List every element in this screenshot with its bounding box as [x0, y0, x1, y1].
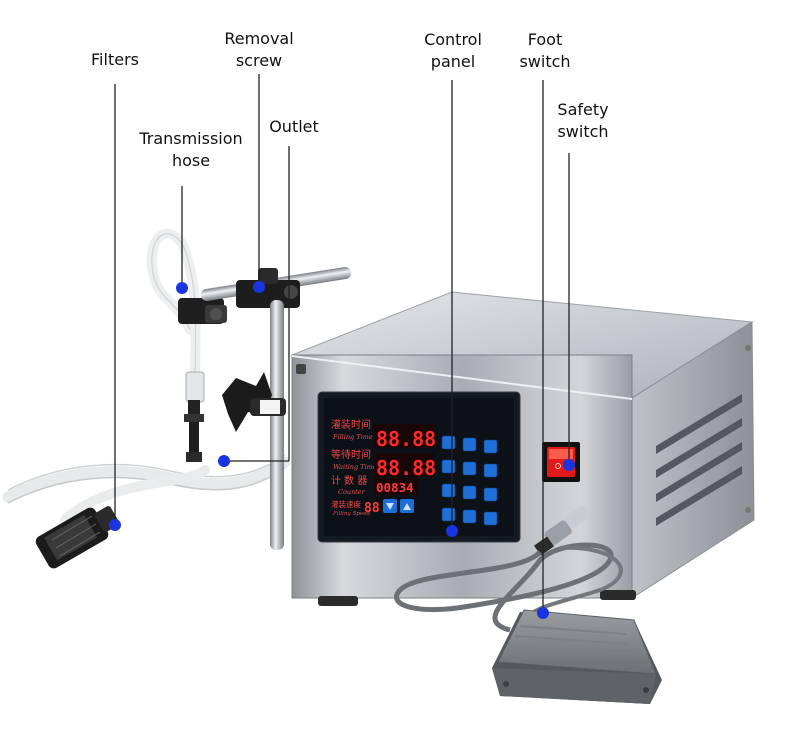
removal-screw-line-1: Removal — [224, 29, 294, 48]
waiting-time-label-en: Waiting Time — [333, 463, 377, 471]
vertical-rod — [270, 300, 284, 550]
transmission-hose-label: Transmission hose — [132, 128, 250, 172]
counter-display: 00834 — [376, 480, 414, 495]
transmission-hose-line-1: Transmission — [139, 129, 243, 148]
star-knob — [222, 372, 286, 432]
foot-switch-cable — [394, 542, 614, 633]
foot-switch-label: Foot switch — [512, 29, 578, 73]
removal-screw-marker — [253, 281, 265, 293]
filling-time-display: 88.88 — [376, 427, 436, 451]
filling-time-label-en: Filling Time — [332, 433, 373, 441]
callout-markers — [109, 281, 575, 619]
counter-label-cn: 计 数 器 — [331, 474, 367, 487]
arm-clamp — [236, 280, 300, 308]
outlet-marker — [218, 455, 230, 467]
control-panel-label: Control panel — [416, 29, 490, 73]
safety-switch-line-1: Safety — [557, 100, 609, 119]
safety-switch-marker — [563, 459, 575, 471]
filters-label: Filters — [91, 50, 139, 69]
filter — [35, 506, 120, 569]
control-panel-line-1: Control — [424, 30, 482, 49]
filters-marker — [109, 519, 121, 531]
waiting-time-display: 88.88 — [376, 456, 436, 480]
control-panel: 灌装时间 Filling Time 88.88 等待时间 Waiting Tim… — [317, 391, 521, 543]
filling-speed-display: 88 — [364, 501, 380, 516]
waiting-time-label-cn: 等待时间 — [331, 448, 371, 461]
counter-label-en: Counter — [338, 488, 366, 496]
filling-time-label-cn: 灌装时间 — [331, 418, 371, 431]
control-panel-marker — [446, 525, 458, 537]
outlet-label: Outlet — [269, 117, 319, 136]
safety-switch[interactable] — [542, 442, 580, 482]
control-panel-line-2: panel — [430, 52, 476, 71]
safety-switch-line-2: switch — [557, 122, 609, 141]
removal-screw-label: Removal screw — [220, 28, 298, 72]
callout-lines — [114, 74, 570, 613]
removal-screw-line-2: screw — [235, 51, 283, 70]
foot-switch-line-1: Foot — [527, 30, 563, 49]
filling-speed-label-en: Filling Speed — [332, 511, 370, 517]
side-vents — [656, 394, 742, 526]
foot-pedal[interactable] — [492, 609, 662, 704]
foot-switch-line-2: switch — [519, 52, 571, 71]
filling-speed-label-cn: 灌装速度 — [331, 499, 361, 509]
transmission-hose-line-2: hose — [171, 151, 211, 170]
connector — [534, 505, 591, 556]
foot-switch-marker — [537, 607, 549, 619]
transmission-hose-marker — [176, 282, 188, 294]
safety-switch-label: Safety switch — [548, 99, 618, 143]
